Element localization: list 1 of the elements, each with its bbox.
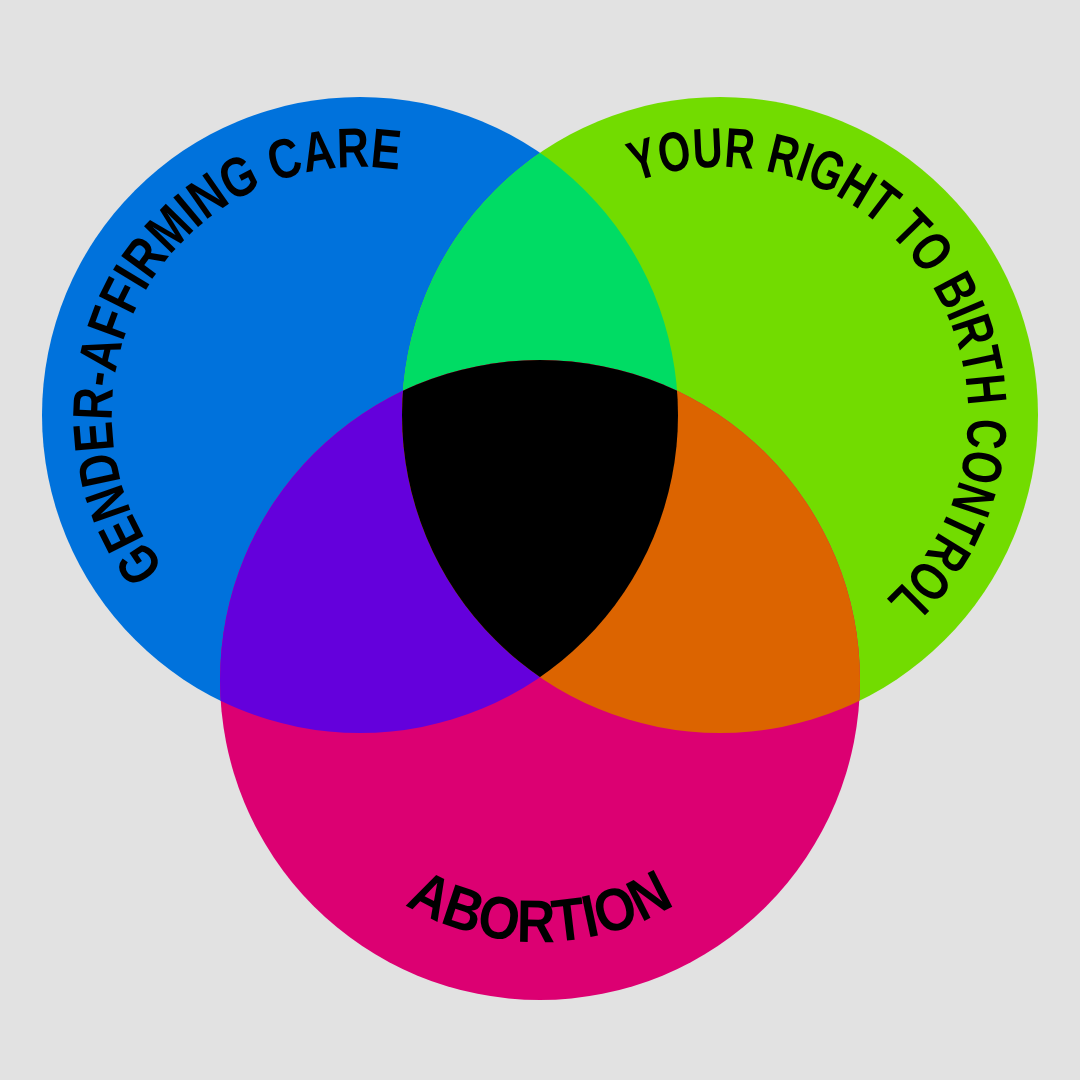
circle-label: ABORTION (398, 854, 686, 956)
